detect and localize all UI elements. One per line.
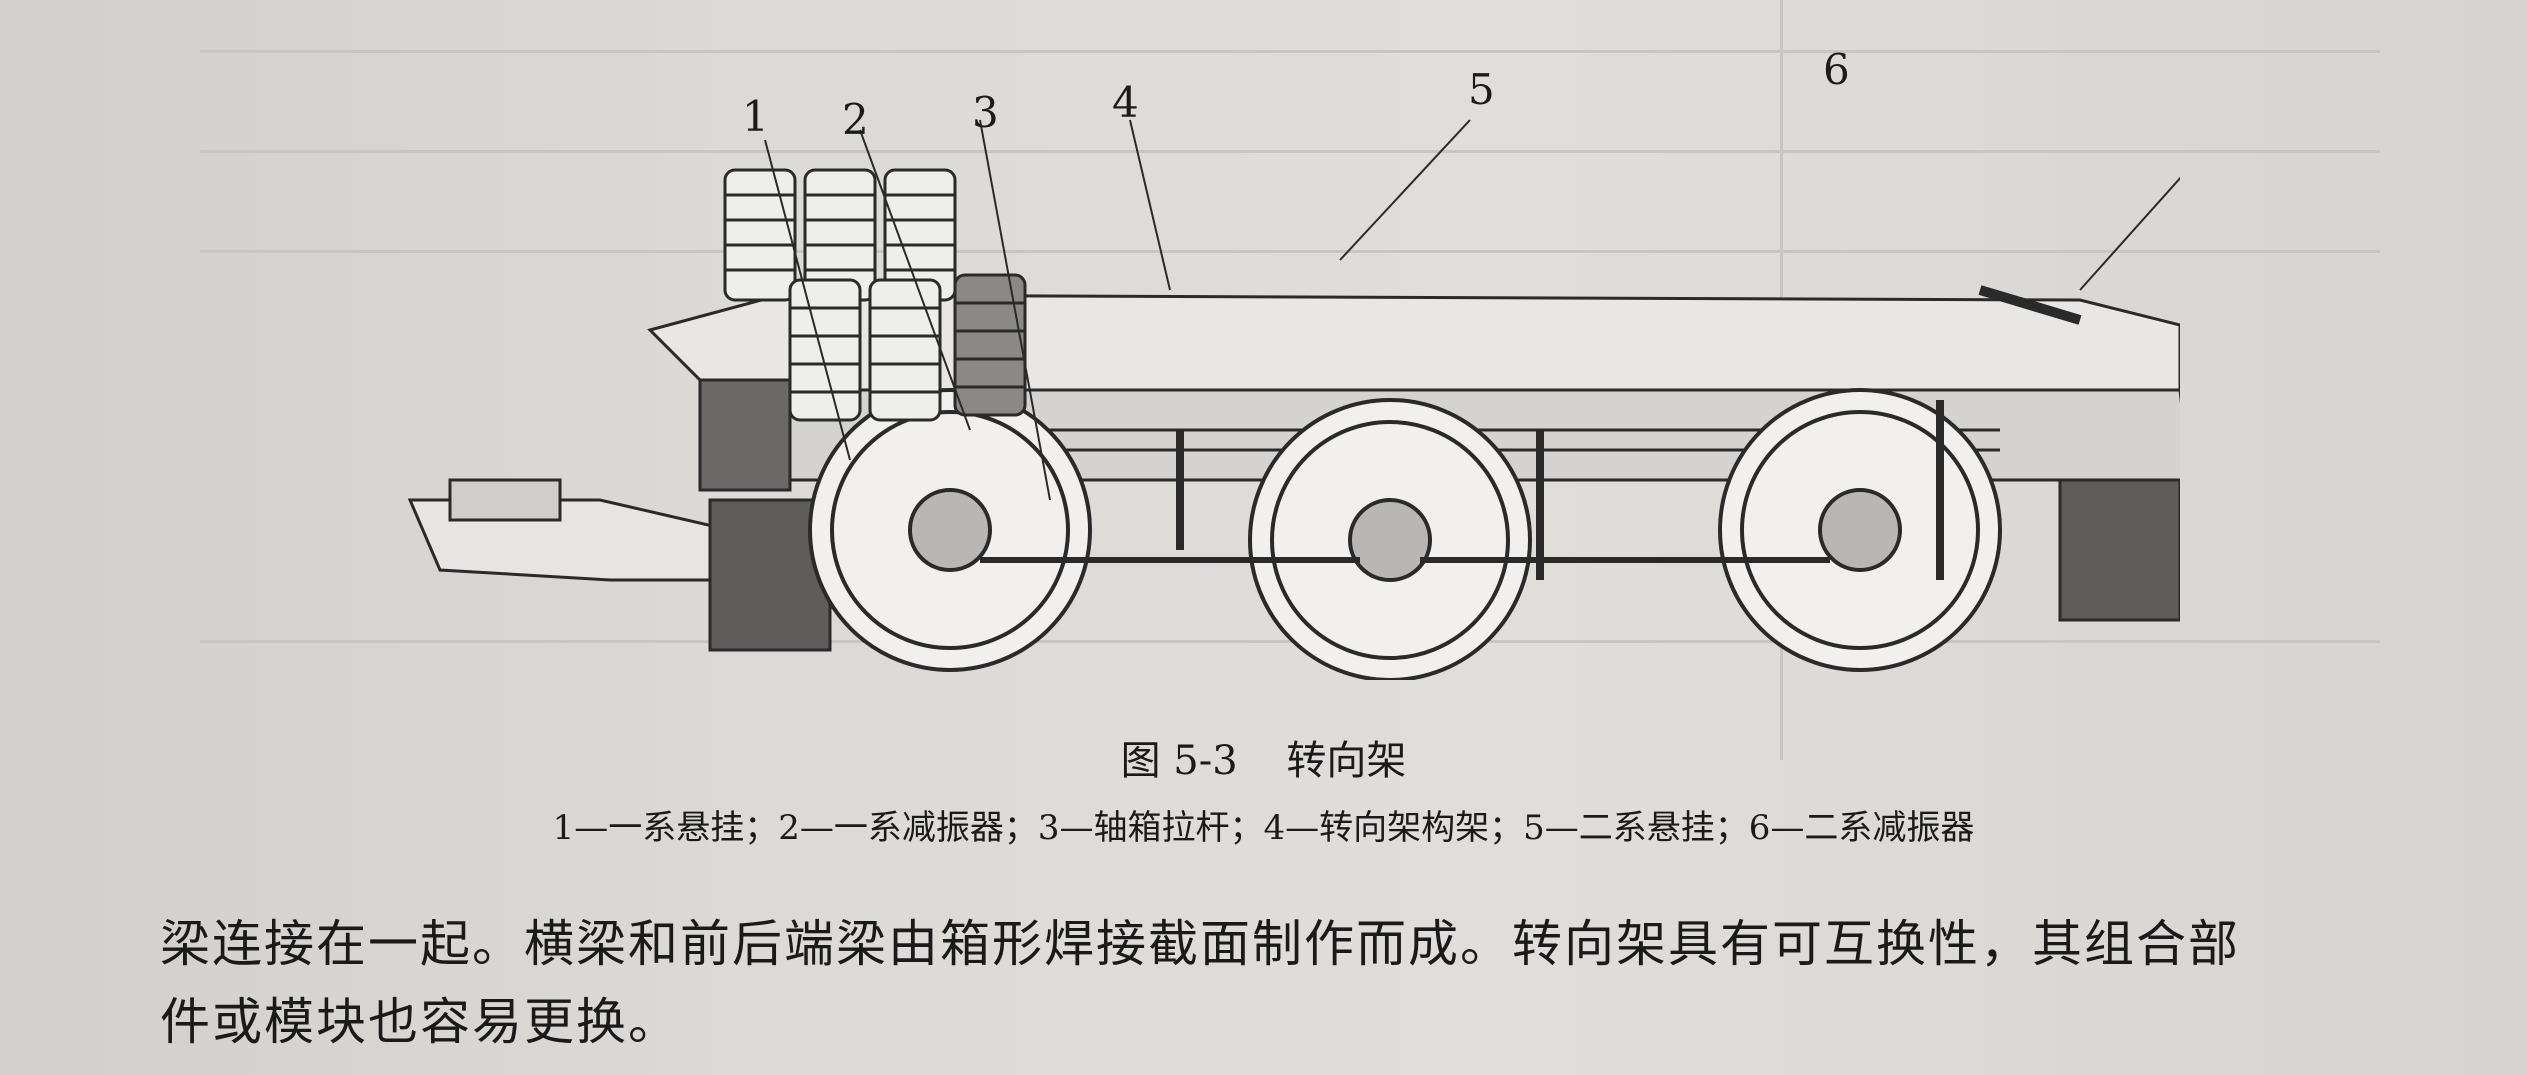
callout-2: 2 — [842, 95, 869, 144]
figure-title: 转向架 — [1286, 738, 1407, 784]
callout-4: 4 — [1112, 78, 1139, 127]
figure-caption: 图 5-3 转向架 — [0, 728, 2527, 786]
secondary-springs — [723, 168, 1027, 422]
body-paragraph-line-2: 件或模块也容易更换。 — [160, 993, 680, 1051]
callout-5: 5 — [1468, 65, 1495, 114]
wheel-left — [808, 388, 1092, 672]
bleed-through-rule — [200, 50, 2380, 53]
body-paragraph-line-1: 梁连接在一起。横梁和前后端梁由箱形焊接截面制作而成。转向架具有可互换性，其组合部 — [160, 915, 2240, 973]
bleed-through-rule — [200, 640, 2380, 643]
callout-3: 3 — [972, 88, 999, 137]
wheel-middle — [1248, 398, 1532, 680]
bleed-through-rule — [200, 150, 2380, 153]
callout-6: 6 — [1823, 45, 1850, 94]
bleed-through-rule — [200, 250, 2380, 253]
figure-legend: 1—一系悬挂；2—一系减振器；3—轴箱拉杆；4—转向架构架；5—二系悬挂；6—二… — [552, 808, 1975, 848]
callout-1: 1 — [742, 92, 769, 141]
bogie-illustration — [407, 119, 2180, 680]
wheel-right — [1718, 388, 2002, 672]
figure-number: 图 5-3 — [1120, 738, 1238, 784]
